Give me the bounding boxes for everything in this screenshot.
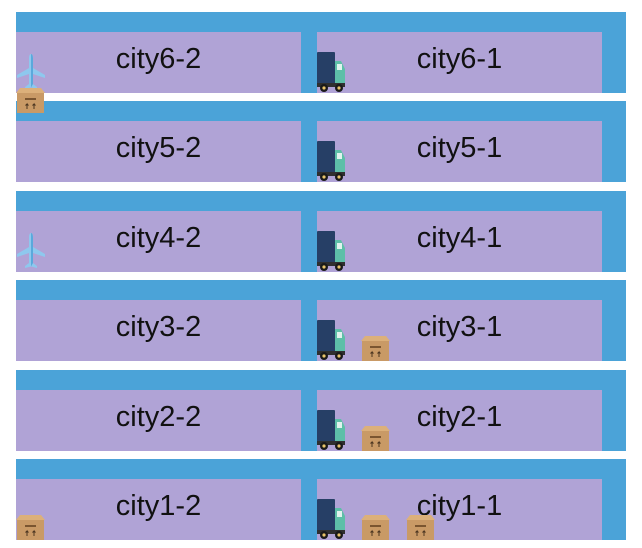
location-label: city4-1 xyxy=(416,222,503,254)
location-city5-2[interactable]: city5-2 xyxy=(16,121,301,182)
location-city4-1[interactable]: city4-1 xyxy=(317,211,602,272)
city-band-city6: city6-2 city6-1 xyxy=(16,12,626,93)
truck-icon[interactable] xyxy=(316,319,346,361)
city-band-city4: city4-2 city4-1 xyxy=(16,191,626,272)
location-label: city2-2 xyxy=(115,401,202,433)
package-icon[interactable] xyxy=(16,514,45,541)
truck-icon[interactable] xyxy=(316,498,346,540)
location-label: city3-2 xyxy=(115,311,202,343)
location-label: city3-1 xyxy=(416,311,503,343)
location-city6-2[interactable]: city6-2 xyxy=(16,32,301,93)
airplane-icon[interactable] xyxy=(16,52,46,92)
location-city5-1[interactable]: city5-1 xyxy=(317,121,602,182)
location-label: city2-1 xyxy=(416,401,503,433)
location-label: city1-2 xyxy=(115,490,202,522)
location-city1-2[interactable]: city1-2 xyxy=(16,479,301,540)
location-city3-1[interactable]: city3-1 xyxy=(317,300,602,361)
location-city1-1[interactable]: city1-1 xyxy=(317,479,602,540)
truck-icon[interactable] xyxy=(316,230,346,272)
location-label: city4-2 xyxy=(115,222,202,254)
location-city3-2[interactable]: city3-2 xyxy=(16,300,301,361)
package-icon[interactable] xyxy=(361,335,390,362)
location-label: city5-2 xyxy=(115,132,202,164)
package-icon[interactable] xyxy=(361,514,390,541)
location-label: city6-2 xyxy=(115,43,202,75)
location-city2-2[interactable]: city2-2 xyxy=(16,390,301,451)
truck-icon[interactable] xyxy=(316,409,346,451)
airplane-icon[interactable] xyxy=(16,231,46,271)
package-icon[interactable] xyxy=(361,425,390,452)
truck-icon[interactable] xyxy=(316,51,346,93)
location-city6-1[interactable]: city6-1 xyxy=(317,32,602,93)
location-label: city5-1 xyxy=(416,132,503,164)
location-label: city6-1 xyxy=(416,43,503,75)
truck-icon[interactable] xyxy=(316,140,346,182)
package-icon[interactable] xyxy=(16,87,45,114)
location-city2-1[interactable]: city2-1 xyxy=(317,390,602,451)
package-icon[interactable] xyxy=(406,514,435,541)
location-city4-2[interactable]: city4-2 xyxy=(16,211,301,272)
